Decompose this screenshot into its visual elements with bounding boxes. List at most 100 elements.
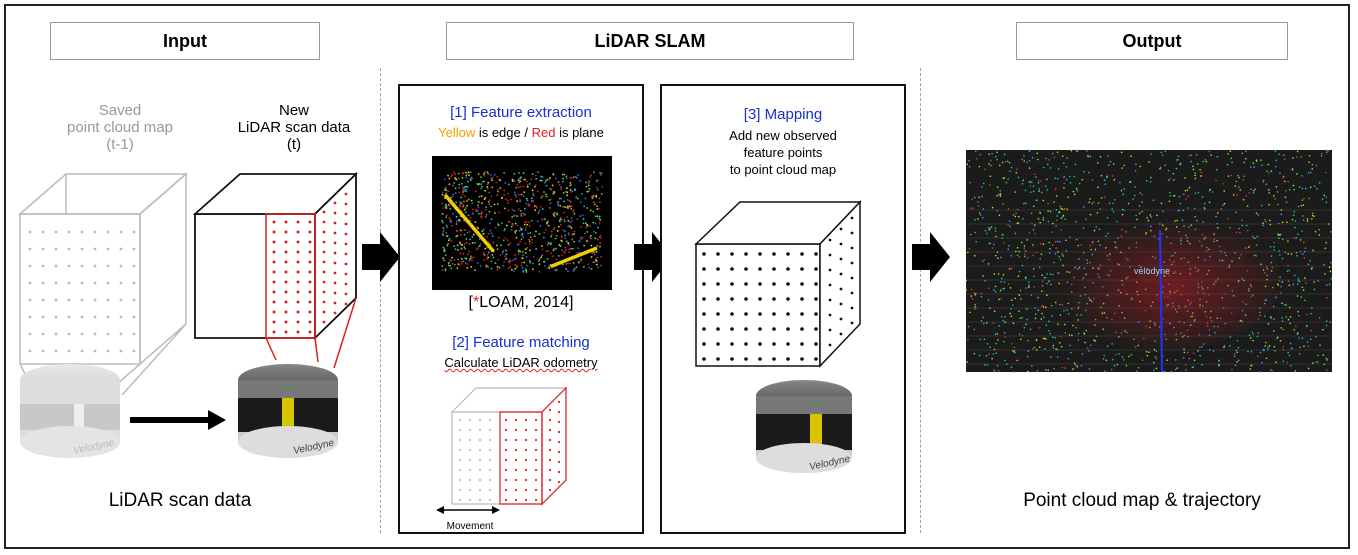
point-mark bbox=[1327, 223, 1330, 225]
point-mark bbox=[463, 233, 466, 236]
point-mark bbox=[521, 266, 524, 269]
point-mark bbox=[1014, 232, 1017, 235]
point-mark bbox=[1148, 351, 1150, 353]
point-mark bbox=[1174, 359, 1177, 361]
point-mark bbox=[1066, 157, 1068, 159]
point-mark bbox=[458, 458, 462, 462]
point-mark bbox=[477, 212, 480, 215]
point-mark bbox=[1276, 203, 1279, 206]
point-mark bbox=[459, 252, 462, 255]
point-mark bbox=[548, 468, 552, 472]
point-mark bbox=[1215, 215, 1217, 218]
point-mark bbox=[590, 268, 593, 270]
point-mark bbox=[995, 352, 998, 355]
point-mark bbox=[1051, 315, 1053, 317]
point-mark bbox=[576, 197, 579, 200]
point-mark bbox=[536, 220, 539, 223]
point-mark bbox=[333, 271, 337, 275]
point-mark bbox=[1230, 157, 1233, 160]
point-mark bbox=[1037, 181, 1040, 184]
point-mark bbox=[1155, 357, 1158, 360]
point-mark bbox=[1278, 250, 1280, 252]
point-mark bbox=[570, 208, 573, 210]
point-mark bbox=[839, 317, 843, 321]
point-mark bbox=[308, 290, 312, 294]
point-mark bbox=[1148, 161, 1151, 163]
point-mark bbox=[575, 266, 578, 269]
point-mark bbox=[1275, 361, 1277, 363]
point-mark bbox=[557, 255, 560, 257]
point-mark bbox=[463, 208, 466, 211]
point-mark bbox=[514, 267, 517, 270]
point-mark bbox=[490, 260, 493, 263]
point-mark bbox=[1311, 168, 1314, 170]
point-mark bbox=[1036, 152, 1039, 155]
point-mark bbox=[1192, 352, 1195, 354]
point-mark bbox=[507, 192, 509, 195]
point-mark bbox=[572, 210, 574, 213]
point-mark bbox=[800, 342, 804, 346]
point-mark bbox=[132, 298, 136, 302]
point-mark bbox=[965, 289, 968, 291]
point-mark bbox=[1245, 195, 1248, 197]
point-mark bbox=[1235, 180, 1238, 183]
point-mark bbox=[54, 247, 58, 251]
point-mark bbox=[272, 230, 276, 234]
point-mark bbox=[1293, 328, 1296, 331]
point-mark bbox=[1007, 223, 1009, 226]
point-mark bbox=[520, 238, 523, 241]
point-mark bbox=[565, 268, 568, 271]
point-mark bbox=[1290, 347, 1293, 350]
point-mark bbox=[498, 211, 500, 214]
point-mark bbox=[67, 332, 71, 336]
point-mark bbox=[496, 203, 499, 206]
point-mark bbox=[458, 468, 462, 472]
point-mark bbox=[464, 211, 467, 214]
point-mark bbox=[469, 257, 472, 260]
point-mark bbox=[580, 225, 583, 228]
point-mark bbox=[1325, 241, 1327, 244]
point-mark bbox=[1306, 220, 1309, 222]
point-mark bbox=[1068, 334, 1071, 336]
point-mark bbox=[494, 212, 496, 214]
point-mark bbox=[494, 262, 497, 264]
point-mark bbox=[587, 190, 590, 193]
point-mark bbox=[459, 203, 461, 206]
divider-left bbox=[380, 68, 381, 533]
point-mark bbox=[1252, 192, 1255, 194]
point-mark bbox=[1008, 244, 1010, 247]
point-mark bbox=[571, 233, 574, 236]
point-mark bbox=[772, 342, 776, 346]
point-mark bbox=[974, 255, 976, 257]
point-mark bbox=[556, 229, 559, 232]
point-mark bbox=[1296, 295, 1299, 297]
point-mark bbox=[1265, 183, 1268, 185]
point-mark bbox=[1284, 196, 1287, 198]
point-mark bbox=[588, 266, 591, 269]
point-mark bbox=[1223, 345, 1226, 347]
point-mark bbox=[588, 188, 591, 191]
point-mark bbox=[449, 218, 452, 221]
point-mark bbox=[460, 260, 463, 263]
point-mark bbox=[989, 184, 991, 186]
point-mark bbox=[525, 202, 528, 205]
point-mark bbox=[1075, 187, 1078, 190]
point-mark bbox=[1048, 241, 1051, 244]
point-mark bbox=[1026, 257, 1029, 259]
point-mark bbox=[1063, 207, 1066, 210]
point-mark bbox=[465, 238, 468, 240]
point-mark bbox=[1311, 214, 1314, 217]
point-mark bbox=[1241, 224, 1244, 227]
point-mark bbox=[459, 229, 462, 232]
point-cloud-map-image: velodyne bbox=[965, 149, 1333, 373]
point-mark bbox=[1173, 179, 1175, 181]
point-mark bbox=[1197, 191, 1200, 194]
point-mark bbox=[476, 247, 479, 250]
point-mark bbox=[1305, 282, 1307, 284]
point-mark bbox=[471, 202, 474, 205]
point-mark bbox=[1076, 150, 1078, 153]
point-mark bbox=[468, 250, 471, 253]
point-mark bbox=[487, 181, 490, 184]
point-mark bbox=[1322, 328, 1324, 331]
